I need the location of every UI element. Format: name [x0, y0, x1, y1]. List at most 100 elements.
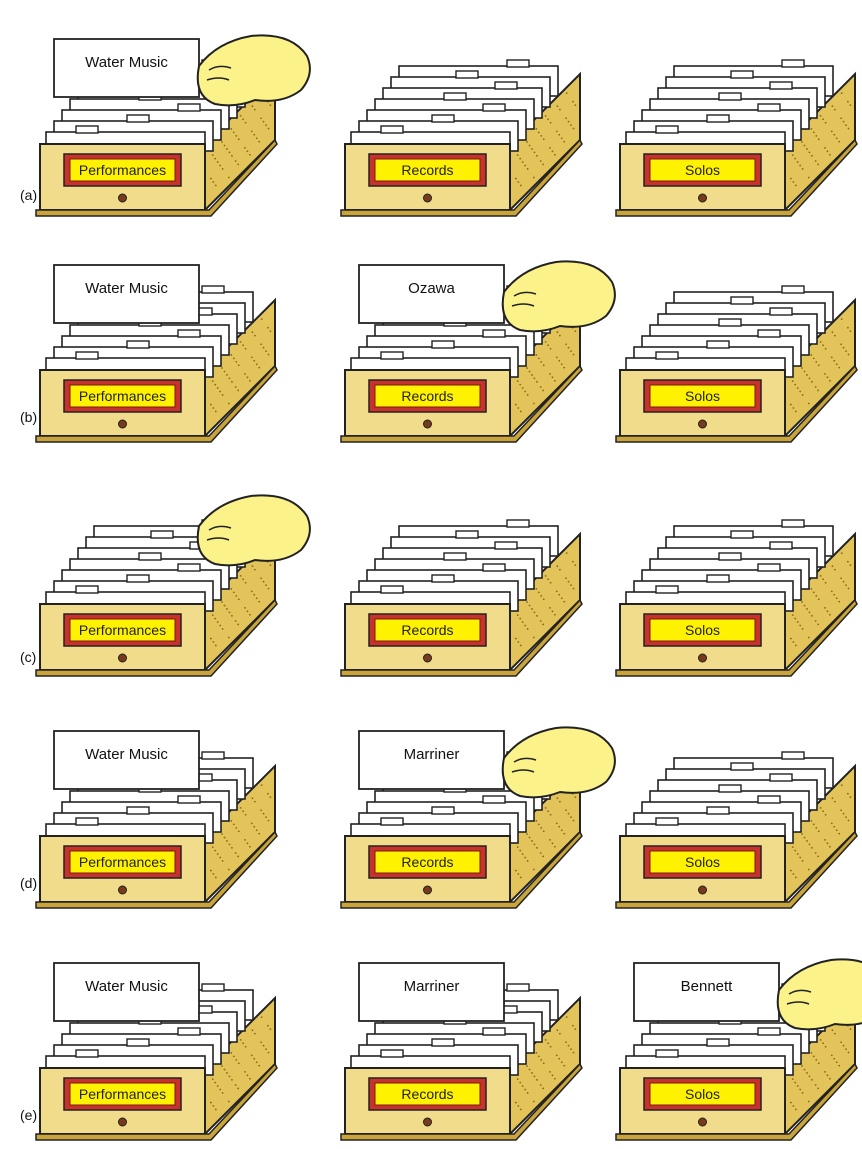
side-speckle: [212, 1078, 214, 1080]
side-speckle: [253, 1058, 255, 1060]
side-speckle: [260, 343, 262, 345]
side-speckle: [829, 846, 831, 848]
card-tab: [731, 763, 753, 770]
side-speckle: [568, 1045, 570, 1047]
drawer-knob: [699, 194, 707, 202]
card-tab: [656, 1050, 678, 1057]
side-speckle: [526, 367, 528, 369]
side-speckle: [572, 101, 574, 103]
side-speckle: [568, 347, 570, 349]
side-speckle: [572, 1025, 574, 1027]
side-speckle: [229, 843, 231, 845]
side-speckle: [253, 826, 255, 828]
card-tab: [432, 807, 454, 814]
side-speckle: [563, 367, 565, 369]
side-speckle: [249, 846, 251, 848]
row-tag: (a): [20, 187, 37, 203]
side-speckle: [230, 354, 232, 356]
side-speckle: [559, 569, 561, 571]
card-tab: [483, 1028, 505, 1035]
side-speckle: [792, 154, 794, 156]
box-label: Solos: [685, 1086, 720, 1102]
card-tab: [444, 553, 466, 560]
side-speckle: [520, 185, 522, 187]
side-speckle: [545, 115, 547, 117]
side-speckle: [542, 624, 544, 626]
side-speckle: [535, 588, 537, 590]
side-speckle: [570, 816, 572, 818]
side-speckle: [536, 155, 538, 157]
side-speckle: [226, 148, 228, 150]
card-tab: [381, 126, 403, 133]
side-speckle: [212, 846, 214, 848]
side-speckle: [559, 1033, 561, 1035]
side-speckle: [235, 361, 237, 363]
card-tab: [656, 126, 678, 133]
side-speckle: [529, 1069, 531, 1071]
card-tab: [707, 1039, 729, 1046]
side-speckle: [238, 598, 240, 600]
side-speckle: [214, 1082, 216, 1084]
side-speckle: [233, 1056, 235, 1058]
side-speckle: [237, 164, 239, 166]
side-speckle: [845, 584, 847, 586]
side-speckle: [804, 605, 806, 607]
side-speckle: [242, 810, 244, 812]
side-speckle: [815, 160, 817, 162]
side-speckle: [517, 873, 519, 875]
side-speckle: [822, 1042, 824, 1044]
card-tab: [507, 520, 529, 527]
side-speckle: [806, 608, 808, 610]
side-speckle: [545, 1039, 547, 1041]
side-speckle: [533, 403, 535, 405]
side-speckle: [533, 637, 535, 639]
raised-card-text: Bennett: [681, 978, 734, 995]
side-speckle: [547, 1042, 549, 1044]
side-speckle: [529, 371, 531, 373]
side-speckle: [237, 390, 239, 392]
side-speckle: [831, 130, 833, 132]
side-speckle: [549, 373, 551, 375]
side-speckle: [238, 364, 240, 366]
side-speckle: [558, 134, 560, 136]
side-speckle: [825, 1046, 827, 1048]
side-speckle: [263, 1045, 265, 1047]
side-speckle: [802, 394, 804, 396]
side-speckle: [219, 857, 221, 859]
side-speckle: [849, 330, 851, 332]
side-speckle: [573, 588, 575, 590]
side-speckle: [797, 161, 799, 163]
side-speckle: [520, 411, 522, 413]
side-speckle: [799, 1089, 801, 1091]
box-label: Performances: [79, 854, 166, 870]
side-speckle: [825, 814, 827, 816]
side-speckle: [533, 869, 535, 871]
side-speckle: [820, 115, 822, 117]
side-speckle: [827, 376, 829, 378]
side-speckle: [526, 601, 528, 603]
card-file-box: OzawaRecords: [341, 261, 615, 442]
side-speckle: [244, 147, 246, 149]
side-speckle: [269, 564, 271, 566]
side-speckle: [547, 578, 549, 580]
side-speckle: [235, 386, 237, 388]
side-speckle: [792, 407, 794, 409]
side-speckle: [519, 1082, 521, 1084]
side-speckle: [845, 816, 847, 818]
side-speckle: [540, 595, 542, 597]
side-speckle: [256, 137, 258, 139]
side-speckle: [515, 870, 517, 872]
side-speckle: [802, 860, 804, 862]
side-speckle: [570, 350, 572, 352]
side-speckle: [572, 561, 574, 563]
side-speckle: [834, 801, 836, 803]
side-speckle: [517, 154, 519, 156]
side-speckle: [260, 117, 262, 119]
side-speckle: [527, 168, 529, 170]
side-speckle: [795, 411, 797, 413]
side-speckle: [832, 105, 834, 107]
side-speckle: [522, 621, 524, 623]
side-speckle: [217, 387, 219, 389]
card-tab: [758, 330, 780, 337]
